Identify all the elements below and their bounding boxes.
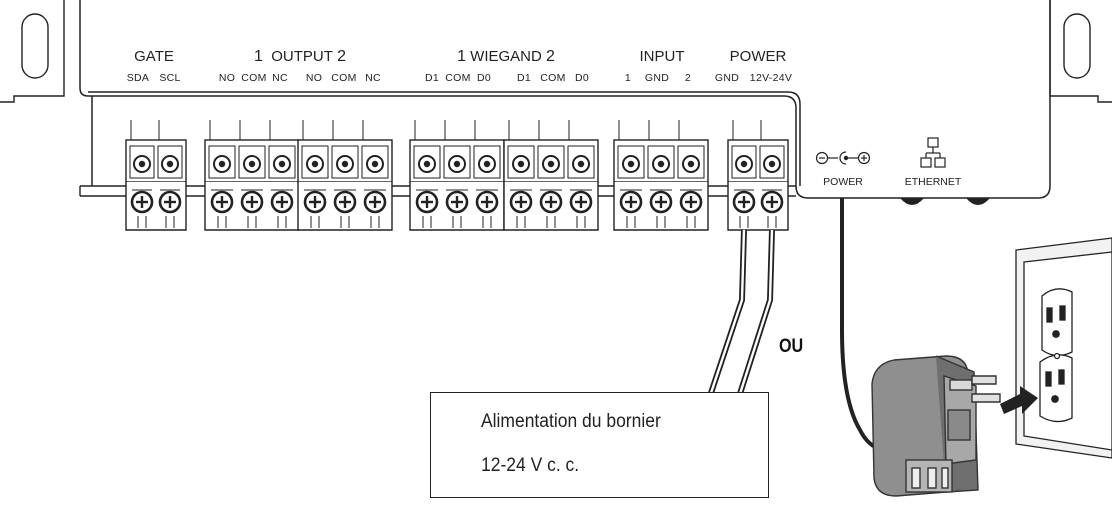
controller-housing bbox=[79, 0, 1051, 199]
pin-label-output: COM bbox=[331, 72, 357, 84]
pin-label-wiegand: COM bbox=[445, 72, 471, 84]
pin-label-output: NC bbox=[272, 72, 288, 84]
pin-label-wiegand: D0 bbox=[476, 72, 492, 84]
ethernet-port-label: ETHERNET bbox=[904, 176, 962, 188]
terminal-slot bbox=[443, 145, 471, 228]
terminal-slot bbox=[537, 145, 565, 228]
wall-outlet bbox=[1015, 237, 1112, 459]
pin-label-gate: SDA bbox=[126, 72, 150, 84]
terminal-slot bbox=[129, 145, 155, 228]
adapter-cable bbox=[840, 198, 883, 452]
terminal-slot bbox=[473, 145, 501, 228]
insert-arrow-icon bbox=[1000, 386, 1038, 414]
terminal-slot bbox=[617, 145, 645, 228]
pin-label-gate: SCL bbox=[159, 72, 181, 84]
pin-label-output: NC bbox=[365, 72, 381, 84]
terminal-block bbox=[125, 120, 187, 231]
power-adapter bbox=[871, 355, 1001, 497]
dc-power-jack-icon bbox=[815, 151, 871, 165]
pin-label-output: NO bbox=[305, 72, 323, 84]
callout-line-2: 12-24 V c. c. bbox=[481, 455, 580, 476]
pin-label-input: 2 bbox=[684, 72, 692, 84]
terminal-slot bbox=[238, 145, 266, 228]
terminal-block bbox=[297, 120, 393, 231]
terminal-power-callout: Alimentation du bornier 12-24 V c. c. bbox=[430, 392, 769, 498]
terminal-power-wires bbox=[705, 229, 775, 403]
pin-label-wiegand: D1 bbox=[424, 72, 440, 84]
terminal-slot bbox=[731, 145, 757, 228]
terminal-slot bbox=[759, 145, 785, 228]
pin-label-wiegand: D0 bbox=[574, 72, 590, 84]
terminal-slot bbox=[361, 145, 389, 228]
callout-line-1: Alimentation du bornier bbox=[481, 411, 661, 432]
left-mounting-ear bbox=[0, 0, 65, 103]
pin-label-output: COM bbox=[241, 72, 267, 84]
power-group-label: POWER bbox=[729, 48, 787, 65]
power-port-label: POWER bbox=[823, 176, 863, 188]
pin-label-wiegand: COM bbox=[540, 72, 566, 84]
terminal-slot bbox=[567, 145, 595, 228]
pin-label-power: 12V-24V bbox=[749, 72, 793, 84]
right-mounting-ear bbox=[1049, 0, 1112, 103]
ethernet-icon bbox=[920, 137, 946, 168]
pin-label-input: GND bbox=[644, 72, 670, 84]
or-label: OU bbox=[779, 336, 804, 357]
pin-label-power: GND bbox=[714, 72, 740, 84]
terminal-slot bbox=[268, 145, 296, 228]
terminal-slot bbox=[301, 145, 329, 228]
terminal-block bbox=[503, 120, 599, 231]
terminal-slot bbox=[331, 145, 359, 228]
terminal-slot bbox=[677, 145, 705, 228]
terminal-slot bbox=[157, 145, 183, 228]
terminal-block bbox=[727, 120, 789, 231]
terminal-slot bbox=[647, 145, 675, 228]
input-group-label: INPUT bbox=[639, 48, 685, 65]
pin-label-wiegand: D1 bbox=[516, 72, 532, 84]
terminal-blocks bbox=[125, 120, 789, 231]
output-group-label: 1 OUTPUT 2 bbox=[254, 48, 346, 65]
terminal-slot bbox=[208, 145, 236, 228]
terminal-block bbox=[204, 120, 300, 231]
housing-feet bbox=[900, 198, 990, 205]
terminal-slot bbox=[507, 145, 535, 228]
wiegand-group-label: 1 WIEGAND 2 bbox=[457, 48, 555, 65]
terminal-slot bbox=[413, 145, 441, 228]
terminal-block bbox=[613, 120, 709, 231]
gate-group-label: GATE bbox=[134, 48, 174, 65]
pin-label-output: NO bbox=[218, 72, 236, 84]
terminal-block bbox=[409, 120, 505, 231]
pin-label-input: 1 bbox=[624, 72, 632, 84]
